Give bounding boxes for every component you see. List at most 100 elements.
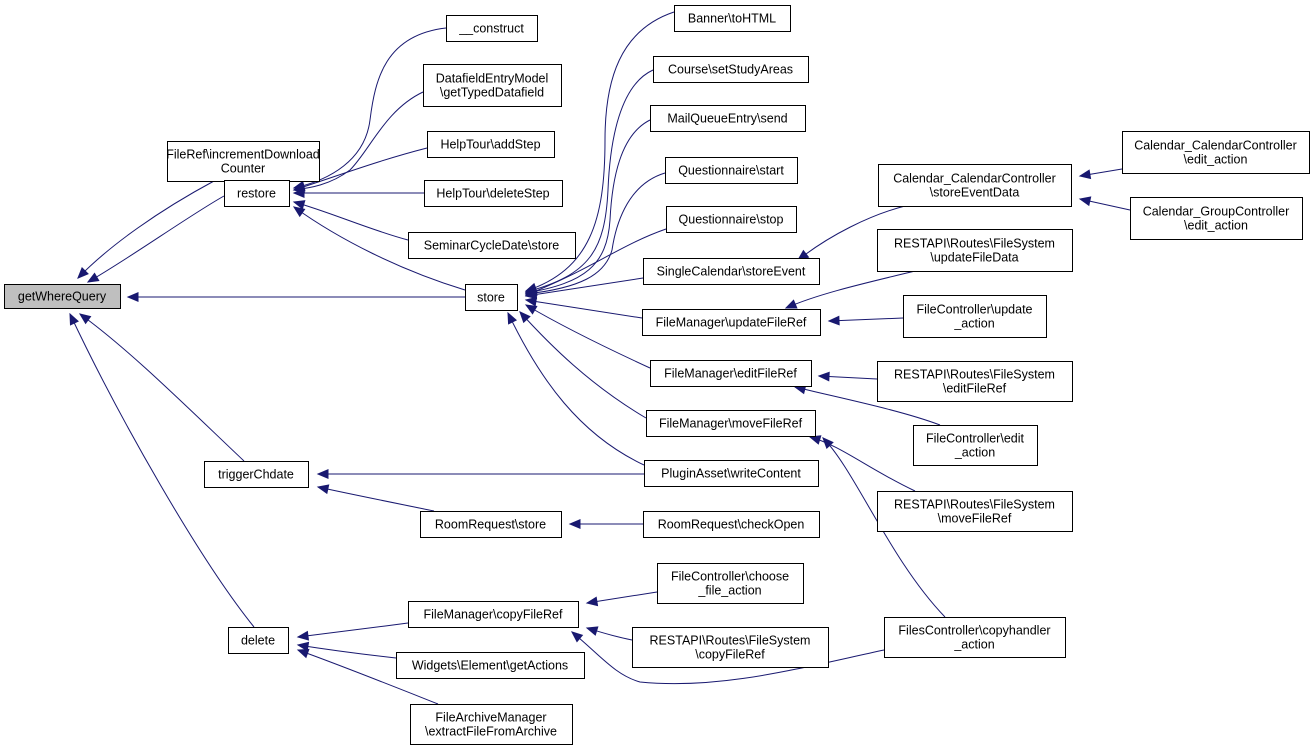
edge-triggerChdate-to-getWhereQuery <box>79 313 245 462</box>
node-box[interactable] <box>204 461 309 488</box>
node-rest_move[interactable]: RESTAPI\Routes\FileSystem\moveFileRef <box>877 491 1073 532</box>
node-fam_extract[interactable]: FileArchiveManager\extractFileFromArchiv… <box>410 704 573 745</box>
node-box[interactable] <box>650 360 812 387</box>
node-label: SingleCalendar\storeEvent <box>657 265 806 279</box>
node-label: FileManager\editFileRef <box>664 367 797 381</box>
node-calg_edit[interactable]: Calendar_GroupController\edit_action <box>1130 197 1303 240</box>
node-label: \getTypedDatafield <box>440 86 544 100</box>
node-box[interactable] <box>878 164 1072 207</box>
node-box[interactable] <box>913 425 1038 466</box>
node-box[interactable] <box>423 64 562 107</box>
node-box[interactable] <box>903 295 1047 338</box>
node-box[interactable] <box>446 15 538 42</box>
node-ht_del[interactable]: HelpTour\deleteStep <box>424 180 563 207</box>
node-label: FileRef\incrementDownload <box>166 148 320 162</box>
node-box[interactable] <box>666 206 797 233</box>
node-fm_copy[interactable]: FileManager\copyFileRef <box>408 601 579 628</box>
edge-fc_edit-to-fm_edit <box>794 386 941 426</box>
edge-fm_move-to-store-arrowhead <box>519 311 531 324</box>
edge-ht_del-to-restore-arrowhead <box>292 188 305 198</box>
node-fc_edit[interactable]: FileController\edit_action <box>913 425 1038 466</box>
node-box[interactable] <box>642 309 821 336</box>
node-box[interactable] <box>877 491 1073 532</box>
node-box[interactable] <box>643 511 820 538</box>
node-label: Counter <box>221 162 265 176</box>
edge-calg_edit-to-calc_store-arrowhead <box>1078 196 1092 207</box>
node-rest_edit[interactable]: RESTAPI\Routes\FileSystem\editFileRef <box>877 361 1073 402</box>
node-fm_update[interactable]: FileManager\updateFileRef <box>642 309 821 336</box>
node-pa_write[interactable]: PluginAsset\writeContent <box>644 460 819 487</box>
node-label: HelpTour\deleteStep <box>436 187 549 201</box>
node-box[interactable] <box>396 652 585 679</box>
node-restore[interactable]: restore <box>224 180 290 207</box>
node-label: HelpTour\addStep <box>440 138 540 152</box>
node-box[interactable] <box>653 56 809 83</box>
node-box[interactable] <box>4 284 121 309</box>
node-label: Questionnaire\stop <box>679 213 784 227</box>
node-course[interactable]: Course\setStudyAreas <box>653 56 809 83</box>
node-box[interactable] <box>410 704 573 745</box>
node-fm_move[interactable]: FileManager\moveFileRef <box>646 410 816 437</box>
node-banner[interactable]: Banner\toHTML <box>674 5 791 32</box>
node-sc_store[interactable]: SingleCalendar\storeEvent <box>643 258 820 285</box>
edge-rest_edit-to-fm_edit-arrowhead <box>817 371 830 382</box>
node-fm_edit[interactable]: FileManager\editFileRef <box>650 360 812 387</box>
node-rr_check[interactable]: RoomRequest\checkOpen <box>643 511 820 538</box>
node-label: FileController\choose <box>671 570 789 584</box>
edge-dfem-to-restore <box>293 91 424 191</box>
node-box[interactable] <box>646 410 816 437</box>
node-box[interactable] <box>632 627 829 668</box>
node-label: \edit_action <box>1184 153 1248 167</box>
edge-fileref_incdl-to-getWhereQuery <box>77 180 215 279</box>
node-calc_edit[interactable]: Calendar_CalendarController\edit_action <box>1122 131 1310 174</box>
node-scd_store[interactable]: SeminarCycleDate\store <box>408 232 576 259</box>
node-box[interactable] <box>1122 131 1310 174</box>
node-ht_add[interactable]: HelpTour\addStep <box>427 131 555 158</box>
node-dfem[interactable]: DatafieldEntryModel\getTypedDatafield <box>423 64 562 107</box>
node-box[interactable] <box>644 460 819 487</box>
node-box[interactable] <box>877 229 1073 272</box>
node-box[interactable] <box>674 5 791 32</box>
node-box[interactable] <box>427 131 555 158</box>
node-box[interactable] <box>228 627 289 654</box>
node-box[interactable] <box>650 105 806 132</box>
node-label: PluginAsset\writeContent <box>661 467 801 481</box>
node-box[interactable] <box>877 361 1073 402</box>
node-box[interactable] <box>424 180 563 207</box>
node-box[interactable] <box>657 563 804 604</box>
node-store[interactable]: store <box>465 284 518 311</box>
node-construct[interactable]: __construct <box>446 15 538 42</box>
node-fc_update[interactable]: FileController\update_action <box>903 295 1047 338</box>
node-box[interactable] <box>1130 197 1303 240</box>
node-box[interactable] <box>408 232 576 259</box>
node-box[interactable] <box>665 157 798 184</box>
node-box[interactable] <box>408 601 579 628</box>
node-box[interactable] <box>465 284 518 311</box>
node-rest_update[interactable]: RESTAPI\Routes\FileSystem\updateFileData <box>877 229 1073 272</box>
node-rr_store[interactable]: RoomRequest\store <box>420 511 562 538</box>
node-we_get[interactable]: Widgets\Element\getActions <box>396 652 585 679</box>
node-q_start[interactable]: Questionnaire\start <box>665 157 798 184</box>
edges-layer <box>69 11 1131 705</box>
node-box[interactable] <box>884 617 1066 658</box>
node-label: FileController\update <box>916 303 1032 317</box>
node-delete[interactable]: delete <box>228 627 289 654</box>
node-q_stop[interactable]: Questionnaire\stop <box>666 206 797 233</box>
node-box[interactable] <box>420 511 562 538</box>
node-box[interactable] <box>224 180 290 207</box>
edge-rest_update-to-fm_update-arrowhead <box>784 299 798 309</box>
node-fsc_copy[interactable]: FilesController\copyhandler_action <box>884 617 1066 658</box>
node-box[interactable] <box>643 258 820 285</box>
node-label: restore <box>237 187 276 201</box>
edge-restore-to-getWhereQuery-arrowhead <box>86 272 100 283</box>
node-triggerChdate[interactable]: triggerChdate <box>204 461 309 488</box>
node-box[interactable] <box>167 141 320 182</box>
node-calc_store[interactable]: Calendar_CalendarController\storeEventDa… <box>878 164 1072 207</box>
node-fc_choose[interactable]: FileController\choose_file_action <box>657 563 804 604</box>
node-mqe[interactable]: MailQueueEntry\send <box>650 105 806 132</box>
node-label: Banner\toHTML <box>688 12 776 26</box>
node-getWhereQuery[interactable]: getWhereQuery <box>4 284 121 309</box>
node-rest_copy[interactable]: RESTAPI\Routes\FileSystem\copyFileRef <box>632 627 829 668</box>
